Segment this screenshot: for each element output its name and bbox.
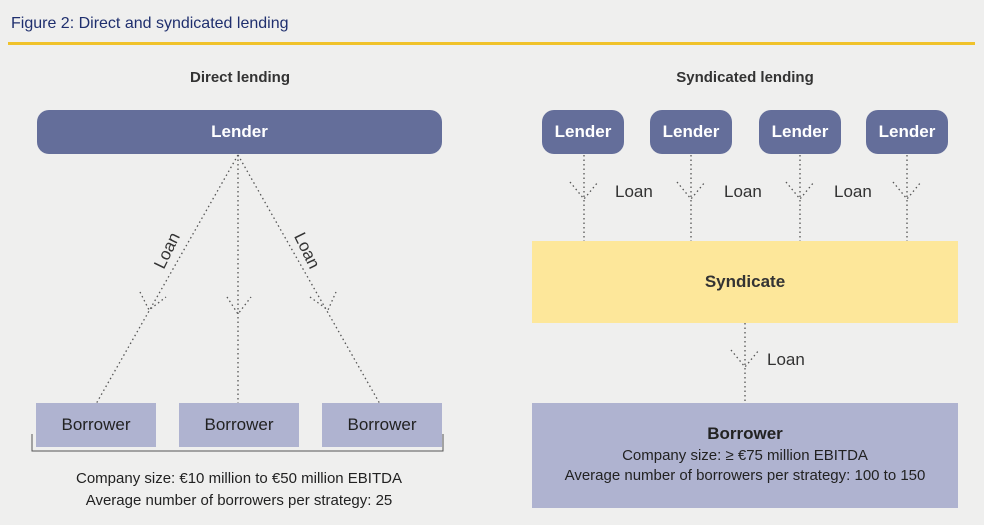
direct-borrower-2: Borrower bbox=[179, 403, 299, 447]
arrowhead-synd-1 bbox=[569, 181, 599, 201]
syndicated-lending-heading: Syndicated lending bbox=[676, 69, 814, 86]
loan-label-synd-3: Loan bbox=[834, 182, 872, 201]
arrowhead-synd-3 bbox=[785, 181, 815, 201]
loan-label-syndicate-borrower: Loan bbox=[767, 350, 805, 369]
loan-label-direct-left: Loan bbox=[150, 229, 184, 271]
syndicated-borrower-line2: Average number of borrowers per strategy… bbox=[564, 467, 926, 484]
syndicated-lender-3: Lender bbox=[759, 110, 841, 154]
arrowhead-synd-2 bbox=[676, 181, 706, 201]
arrowhead-right bbox=[309, 291, 337, 311]
syndicated-borrower-label: Borrower bbox=[707, 424, 783, 443]
loan-label-synd-2: Loan bbox=[724, 182, 762, 201]
direct-lender-box: Lender bbox=[37, 110, 442, 154]
syndicated-lender-2: Lender bbox=[650, 110, 732, 154]
syndicate-box: Syndicate bbox=[532, 241, 958, 323]
arrowhead-syndicate-borrower bbox=[730, 349, 760, 369]
loan-label-direct-right: Loan bbox=[290, 229, 324, 271]
arrowhead-center bbox=[226, 296, 252, 316]
syndicated-lender-1: Lender bbox=[542, 110, 624, 154]
arrowhead-left bbox=[139, 291, 167, 311]
borrowers-bracket bbox=[31, 434, 444, 452]
syndicated-borrower-line1: Company size: ≥ €75 million EBITDA bbox=[622, 447, 868, 464]
loan-line-left bbox=[95, 154, 239, 405]
syndicated-lender-4: Lender bbox=[866, 110, 948, 154]
direct-borrower-3: Borrower bbox=[322, 403, 442, 447]
direct-lending-heading: Direct lending bbox=[189, 69, 290, 86]
loan-line-right bbox=[237, 154, 381, 405]
loan-label-synd-1: Loan bbox=[615, 182, 653, 201]
direct-caption-line2: Average number of borrowers per strategy… bbox=[85, 492, 393, 509]
arrowhead-synd-4 bbox=[892, 181, 922, 201]
syndicated-borrower-box: Borrower Company size: ≥ €75 million EBI… bbox=[532, 403, 958, 508]
direct-borrower-1: Borrower bbox=[36, 403, 156, 447]
figure-title: Figure 2: Direct and syndicated lending bbox=[11, 15, 289, 32]
title-rule bbox=[8, 42, 975, 45]
direct-caption-line1: Company size: €10 million to €50 million… bbox=[76, 470, 402, 487]
